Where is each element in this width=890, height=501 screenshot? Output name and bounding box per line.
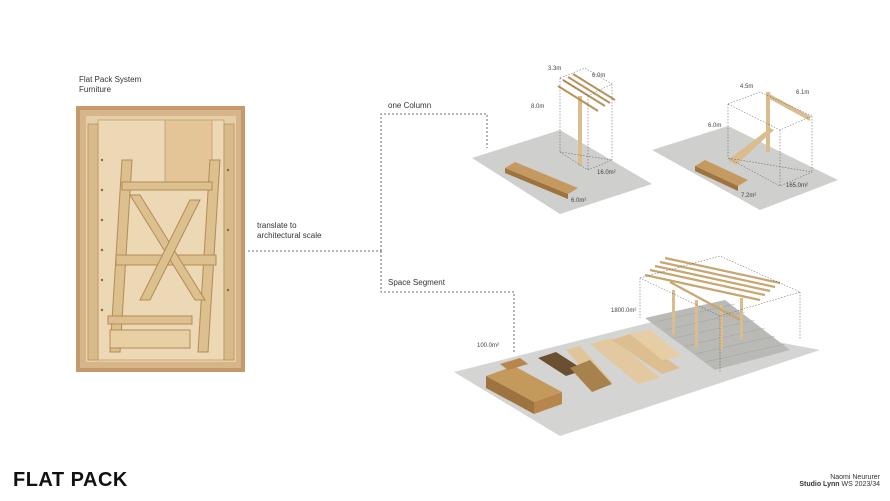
dim-slide-height: 6.0m bbox=[708, 123, 722, 129]
page-title: FLAT PACK bbox=[13, 469, 128, 491]
translate-label: translate to architectural scale bbox=[257, 221, 321, 241]
slide-model bbox=[652, 91, 838, 210]
space-segment-model bbox=[454, 255, 820, 436]
credits: Naomi Neururer Studio Lynn WS 2023/34 bbox=[799, 474, 880, 488]
box-caption-line2: Furniture bbox=[79, 85, 112, 94]
dim-slide-area: 7.2m² bbox=[741, 193, 757, 199]
connector-lines bbox=[248, 113, 515, 352]
dim-segment-area: 100.0m² bbox=[477, 343, 500, 349]
translate-label-line2: architectural scale bbox=[257, 231, 322, 240]
studio-name: Studio Lynn bbox=[799, 481, 840, 488]
dim-column-height: 8.0m bbox=[531, 104, 545, 110]
dim-column-area: 6.0m² bbox=[571, 198, 587, 204]
studio-line: Studio Lynn WS 2023/34 bbox=[799, 481, 880, 488]
dim-column-depth: 6.0m bbox=[592, 73, 606, 79]
dim-slide-width: 4.5m bbox=[740, 84, 754, 90]
dim-column-volume: 16.0m² bbox=[597, 170, 616, 176]
label-one-column: one Column bbox=[388, 101, 432, 110]
dim-column-width: 3.3m bbox=[548, 66, 562, 72]
box-caption: Flat Pack System Furniture bbox=[79, 75, 141, 95]
term: WS 2023/34 bbox=[839, 481, 880, 488]
author-name: Naomi Neururer bbox=[830, 474, 880, 481]
dim-slide-depth: 6.1m bbox=[796, 90, 810, 96]
dim-slide-volume: 165.0m² bbox=[786, 183, 809, 189]
dim-segment-volume: 1800.0m² bbox=[611, 308, 637, 314]
label-space-segment: Space Segment bbox=[388, 278, 445, 287]
column-model-one bbox=[472, 67, 652, 214]
box-caption-line1: Flat Pack System bbox=[79, 75, 142, 84]
flat-pack-box-photo bbox=[76, 106, 245, 372]
translate-label-line1: translate to bbox=[257, 221, 297, 230]
